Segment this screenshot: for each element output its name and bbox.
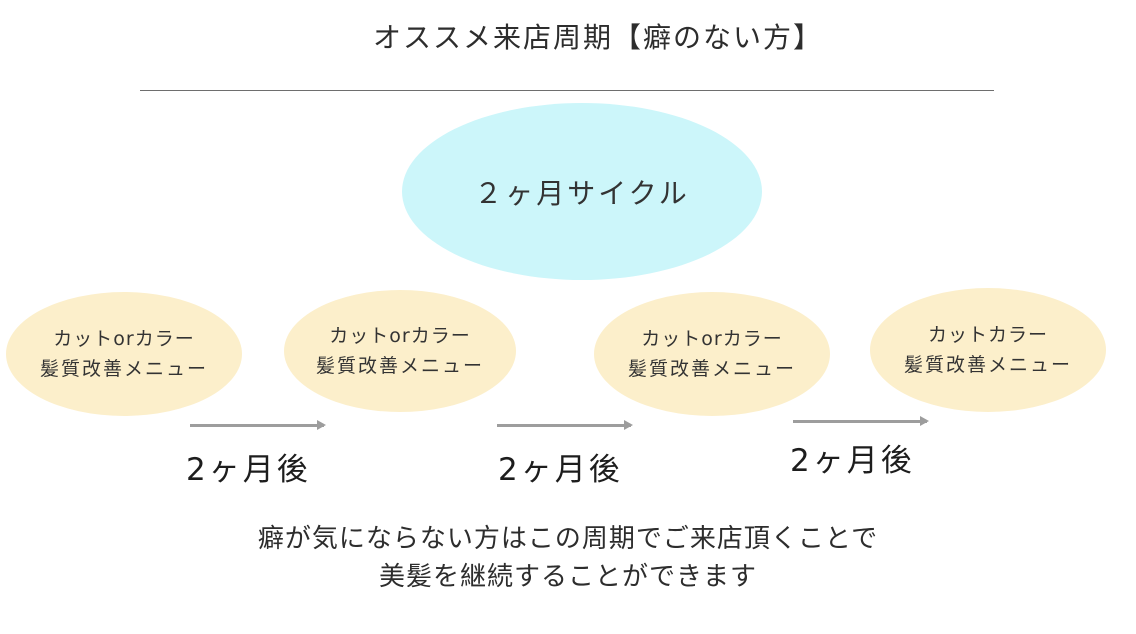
arrow-right-icon bbox=[793, 416, 929, 426]
interval-label: 2ヶ月後 bbox=[186, 452, 311, 488]
visit-menu-label: 髪質改善メニュー bbox=[315, 355, 484, 377]
cycle-ellipse: ２ヶ月サイクル bbox=[402, 103, 762, 280]
footer-line-2: 美髪を継続することができます bbox=[378, 562, 757, 592]
footer-note: 癖が気にならない方はこの周期でご来店頂くことで 美髪を継続することができます bbox=[0, 520, 1136, 596]
visit-service-label: カットorカラー bbox=[329, 325, 471, 347]
visit-service-label: カットorカラー bbox=[641, 328, 783, 350]
visit-ellipse-1: カットorカラー 髪質改善メニュー bbox=[6, 292, 242, 416]
visit-ellipse-2: カットorカラー 髪質改善メニュー bbox=[284, 290, 516, 412]
visit-menu-label: 髪質改善メニュー bbox=[903, 354, 1072, 376]
visit-menu-label: 髪質改善メニュー bbox=[39, 358, 208, 380]
interval-label: 2ヶ月後 bbox=[790, 443, 915, 479]
visit-service-label: カットカラー bbox=[927, 324, 1048, 346]
title-divider bbox=[140, 90, 994, 91]
visit-service-label: カットorカラー bbox=[53, 328, 195, 350]
visit-menu-label: 髪質改善メニュー bbox=[627, 358, 796, 380]
visit-ellipse-3: カットorカラー 髪質改善メニュー bbox=[594, 292, 830, 416]
interval-label: 2ヶ月後 bbox=[498, 452, 623, 488]
footer-line-1: 癖が気にならない方はこの周期でご来店頂くことで bbox=[257, 524, 879, 554]
cycle-label: ２ヶ月サイクル bbox=[474, 176, 690, 210]
page-title: オススメ来店周期【癖のない方】 bbox=[372, 21, 823, 54]
arrow-right-icon bbox=[497, 420, 633, 430]
visit-ellipse-4: カットカラー 髪質改善メニュー bbox=[870, 288, 1106, 412]
arrow-right-icon bbox=[190, 420, 326, 430]
